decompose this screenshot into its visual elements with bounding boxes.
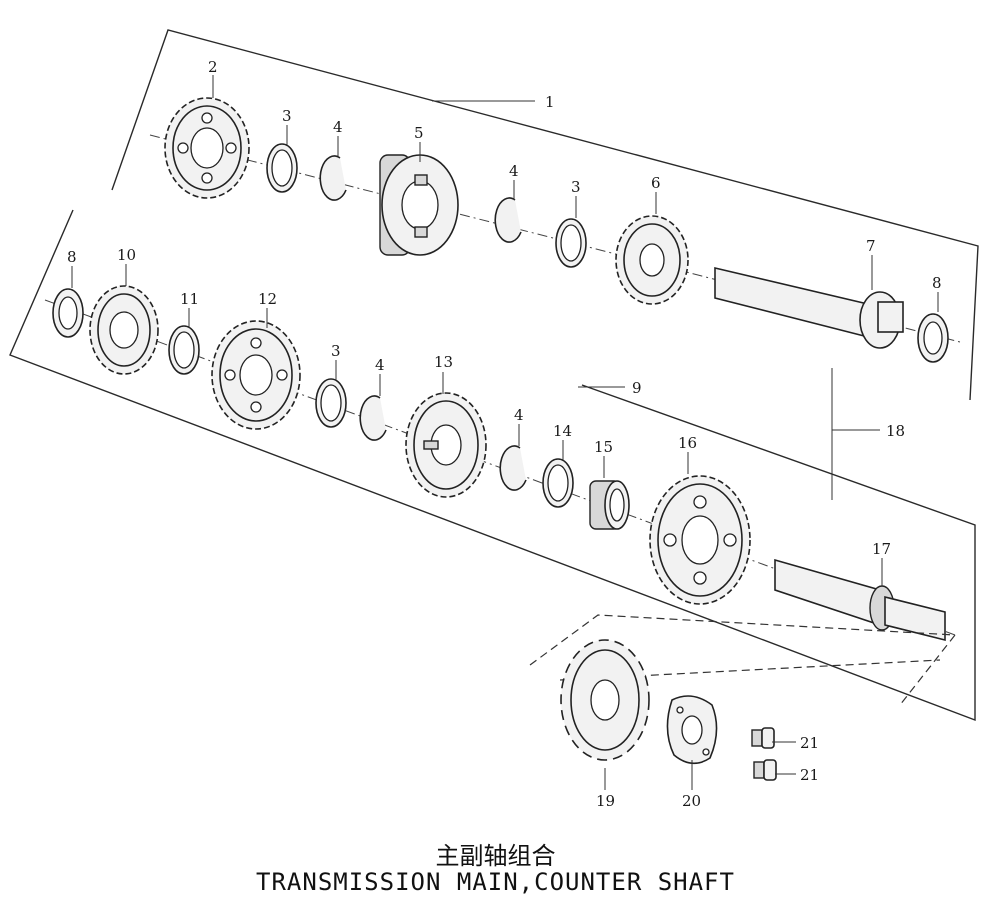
part-8a-washer: [52, 288, 84, 338]
callout-21b: 21: [800, 766, 819, 784]
part-5-sliding-gear: [379, 154, 459, 256]
main-shaft-frame: [111, 29, 979, 401]
part-11-washer: [168, 325, 200, 375]
sprocket-group: 19 20 21 21: [529, 614, 957, 810]
part-21a-bolt: [751, 727, 775, 749]
callout-3a: 3: [282, 107, 292, 125]
callout-4b: 4: [509, 162, 519, 180]
part-4-circlip: [319, 155, 347, 201]
part-12-gear: [211, 320, 301, 430]
part-10-gear: [89, 285, 159, 375]
callout-4c: 4: [375, 356, 385, 374]
part-3c-washer: [315, 378, 347, 428]
callout-12: 12: [258, 290, 277, 308]
counter-shaft-frame: [9, 209, 976, 722]
part-8b-washer: [917, 313, 949, 363]
callout-10: 10: [117, 246, 136, 264]
part-21b-bolt: [753, 759, 777, 781]
diagram-title-english: TRANSMISSION MAIN,COUNTER SHAFT: [256, 868, 735, 896]
part-4d-circlip: [499, 445, 527, 491]
part-3-washer: [266, 143, 298, 193]
callout-21a: 21: [800, 734, 819, 752]
callout-4a: 4: [333, 118, 343, 136]
callout-9: 9: [632, 379, 642, 397]
callout-15: 15: [594, 438, 613, 456]
part-3b-washer: [555, 218, 587, 268]
part-20-lock-plate: [666, 695, 718, 765]
part-2-gear: [164, 97, 250, 199]
part-15-bushing: [589, 480, 630, 530]
callout-17: 17: [872, 540, 891, 558]
part-14-washer: [542, 458, 574, 508]
callout-7: 7: [866, 237, 876, 255]
part-19-sprocket: [560, 639, 650, 761]
part-7-main-shaft: [714, 266, 904, 349]
part-16-gear: [649, 475, 751, 605]
callout-14: 14: [553, 422, 572, 440]
callout-1: 1: [545, 93, 555, 111]
diagram-title-chinese: 主副轴组合: [435, 842, 556, 870]
counter-shaft-assembly: 18 8 10 11 12: [9, 209, 976, 722]
callout-8a: 8: [67, 248, 77, 266]
part-4c-circlip: [359, 395, 387, 441]
callout-18: 18: [886, 422, 905, 440]
part-17-counter-shaft: [774, 558, 946, 642]
callout-2: 2: [208, 58, 218, 76]
callout-8b: 8: [932, 274, 942, 292]
callout-3b: 3: [571, 178, 581, 196]
callout-3c: 3: [331, 342, 341, 360]
callout-5: 5: [414, 124, 424, 142]
callout-19: 19: [596, 792, 615, 810]
callout-16: 16: [678, 434, 697, 452]
part-6-gear: [615, 215, 689, 305]
callout-20: 20: [682, 792, 701, 810]
sprocket-dashed-outline: [529, 614, 957, 706]
main-shaft-assembly: 1 2 3 4 5: [111, 29, 979, 401]
callout-6: 6: [651, 174, 661, 192]
part-13-gear: [405, 392, 487, 498]
callout-4d: 4: [514, 406, 524, 424]
callout-11: 11: [180, 290, 199, 308]
callout-13: 13: [434, 353, 453, 371]
part-4b-circlip: [494, 197, 522, 243]
